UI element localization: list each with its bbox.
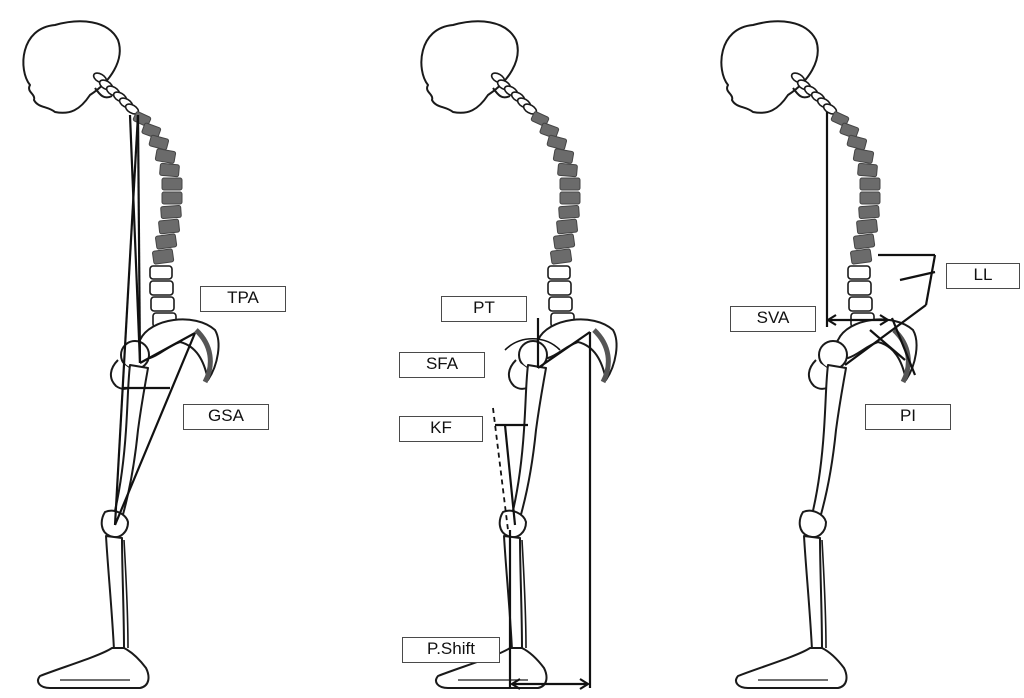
pshift-label: P.Shift: [402, 637, 500, 663]
tpa-label: TPA: [200, 286, 286, 312]
gsa-label: GSA: [183, 404, 269, 430]
pi-label: PI: [865, 404, 951, 430]
sfa-label: SFA: [399, 352, 485, 378]
skeleton-figure-1: [23, 21, 218, 688]
kf-label: KF: [399, 416, 483, 442]
ll-label: LL: [946, 263, 1020, 289]
pt-label: PT: [441, 296, 527, 322]
skeleton-figure-3: [721, 21, 935, 688]
sva-label: SVA: [730, 306, 816, 332]
